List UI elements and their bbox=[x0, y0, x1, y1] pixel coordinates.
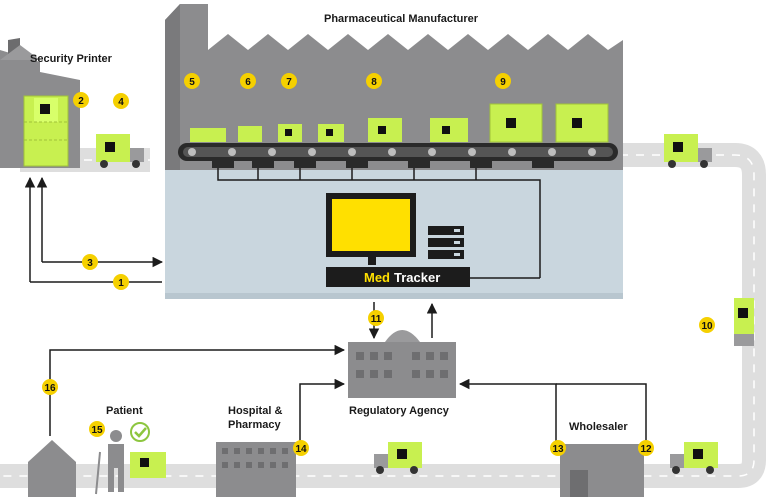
hospital-label-line1: Hospital & bbox=[228, 405, 282, 417]
hospital-label-line2: Pharmacy bbox=[228, 419, 281, 431]
medtracker-part1: Med bbox=[364, 270, 390, 285]
medtracker-part2: Tracker bbox=[394, 270, 440, 285]
step-badge-5: 5 bbox=[184, 73, 200, 89]
svg-text:1: 1 bbox=[118, 278, 124, 289]
server-rack bbox=[428, 226, 464, 259]
svg-text:7: 7 bbox=[286, 77, 292, 88]
step-badge-4: 4 bbox=[113, 93, 129, 109]
step-badge-13: 13 bbox=[550, 440, 566, 456]
truck-icon bbox=[670, 442, 718, 474]
monitor bbox=[326, 193, 416, 265]
step-badge-9: 9 bbox=[495, 73, 511, 89]
truck-icon bbox=[96, 134, 144, 168]
scanner-stations bbox=[212, 158, 554, 168]
flow-arrows bbox=[24, 176, 647, 444]
svg-text:8: 8 bbox=[371, 77, 377, 88]
svg-text:16: 16 bbox=[44, 383, 56, 394]
patient-figure-icon bbox=[95, 430, 124, 495]
step-badge-12: 12 bbox=[638, 440, 654, 456]
svg-text:2: 2 bbox=[78, 96, 84, 107]
svg-text:3: 3 bbox=[87, 258, 93, 269]
svg-text:5: 5 bbox=[189, 77, 195, 88]
svg-text:11: 11 bbox=[371, 314, 382, 325]
hospital-building bbox=[216, 442, 296, 497]
scanner-wiring bbox=[217, 168, 541, 279]
step-badge-8: 8 bbox=[366, 73, 382, 89]
svg-text:13: 13 bbox=[552, 444, 564, 455]
patient-house bbox=[28, 440, 76, 497]
truck-icon bbox=[374, 442, 422, 474]
svg-text:15: 15 bbox=[91, 425, 103, 436]
product-packages bbox=[190, 103, 609, 143]
manufacturer-label: Pharmaceutical Manufacturer bbox=[324, 13, 479, 25]
truck-icon bbox=[664, 134, 712, 168]
step-badge-11: 11 bbox=[368, 310, 384, 326]
step-badge-1: 1 bbox=[113, 274, 129, 290]
printed-carton-icon bbox=[23, 95, 69, 167]
step-badges: 1 2 3 4 5 6 7 8 9 10 11 12 13 14 15 16 bbox=[42, 73, 715, 456]
step-badge-7: 7 bbox=[281, 73, 297, 89]
svg-text:4: 4 bbox=[118, 97, 124, 108]
step-badge-6: 6 bbox=[240, 73, 256, 89]
step-badge-16: 16 bbox=[42, 379, 58, 395]
wholesaler-label: Wholesaler bbox=[569, 421, 628, 433]
svg-text:10: 10 bbox=[701, 321, 713, 332]
medtracker-bar: Med Tracker bbox=[326, 267, 470, 287]
printer-label: Security Printer bbox=[30, 53, 113, 65]
wholesaler-warehouse bbox=[560, 444, 644, 497]
conveyor-belt bbox=[178, 143, 618, 161]
svg-text:6: 6 bbox=[245, 77, 251, 88]
svg-text:14: 14 bbox=[295, 444, 307, 455]
medicine-package-icon bbox=[130, 452, 166, 478]
svg-text:12: 12 bbox=[640, 444, 652, 455]
svg-text:9: 9 bbox=[500, 77, 506, 88]
patient-label: Patient bbox=[106, 405, 143, 417]
regulator-label: Regulatory Agency bbox=[349, 405, 450, 417]
regulatory-agency-building bbox=[348, 330, 456, 398]
verified-check-icon bbox=[130, 422, 150, 442]
truck-icon bbox=[734, 298, 754, 346]
step-badge-3: 3 bbox=[82, 254, 98, 270]
step-badge-14: 14 bbox=[293, 440, 309, 456]
step-badge-2: 2 bbox=[73, 92, 89, 108]
step-badge-15: 15 bbox=[89, 421, 105, 437]
step-badge-10: 10 bbox=[699, 317, 715, 333]
